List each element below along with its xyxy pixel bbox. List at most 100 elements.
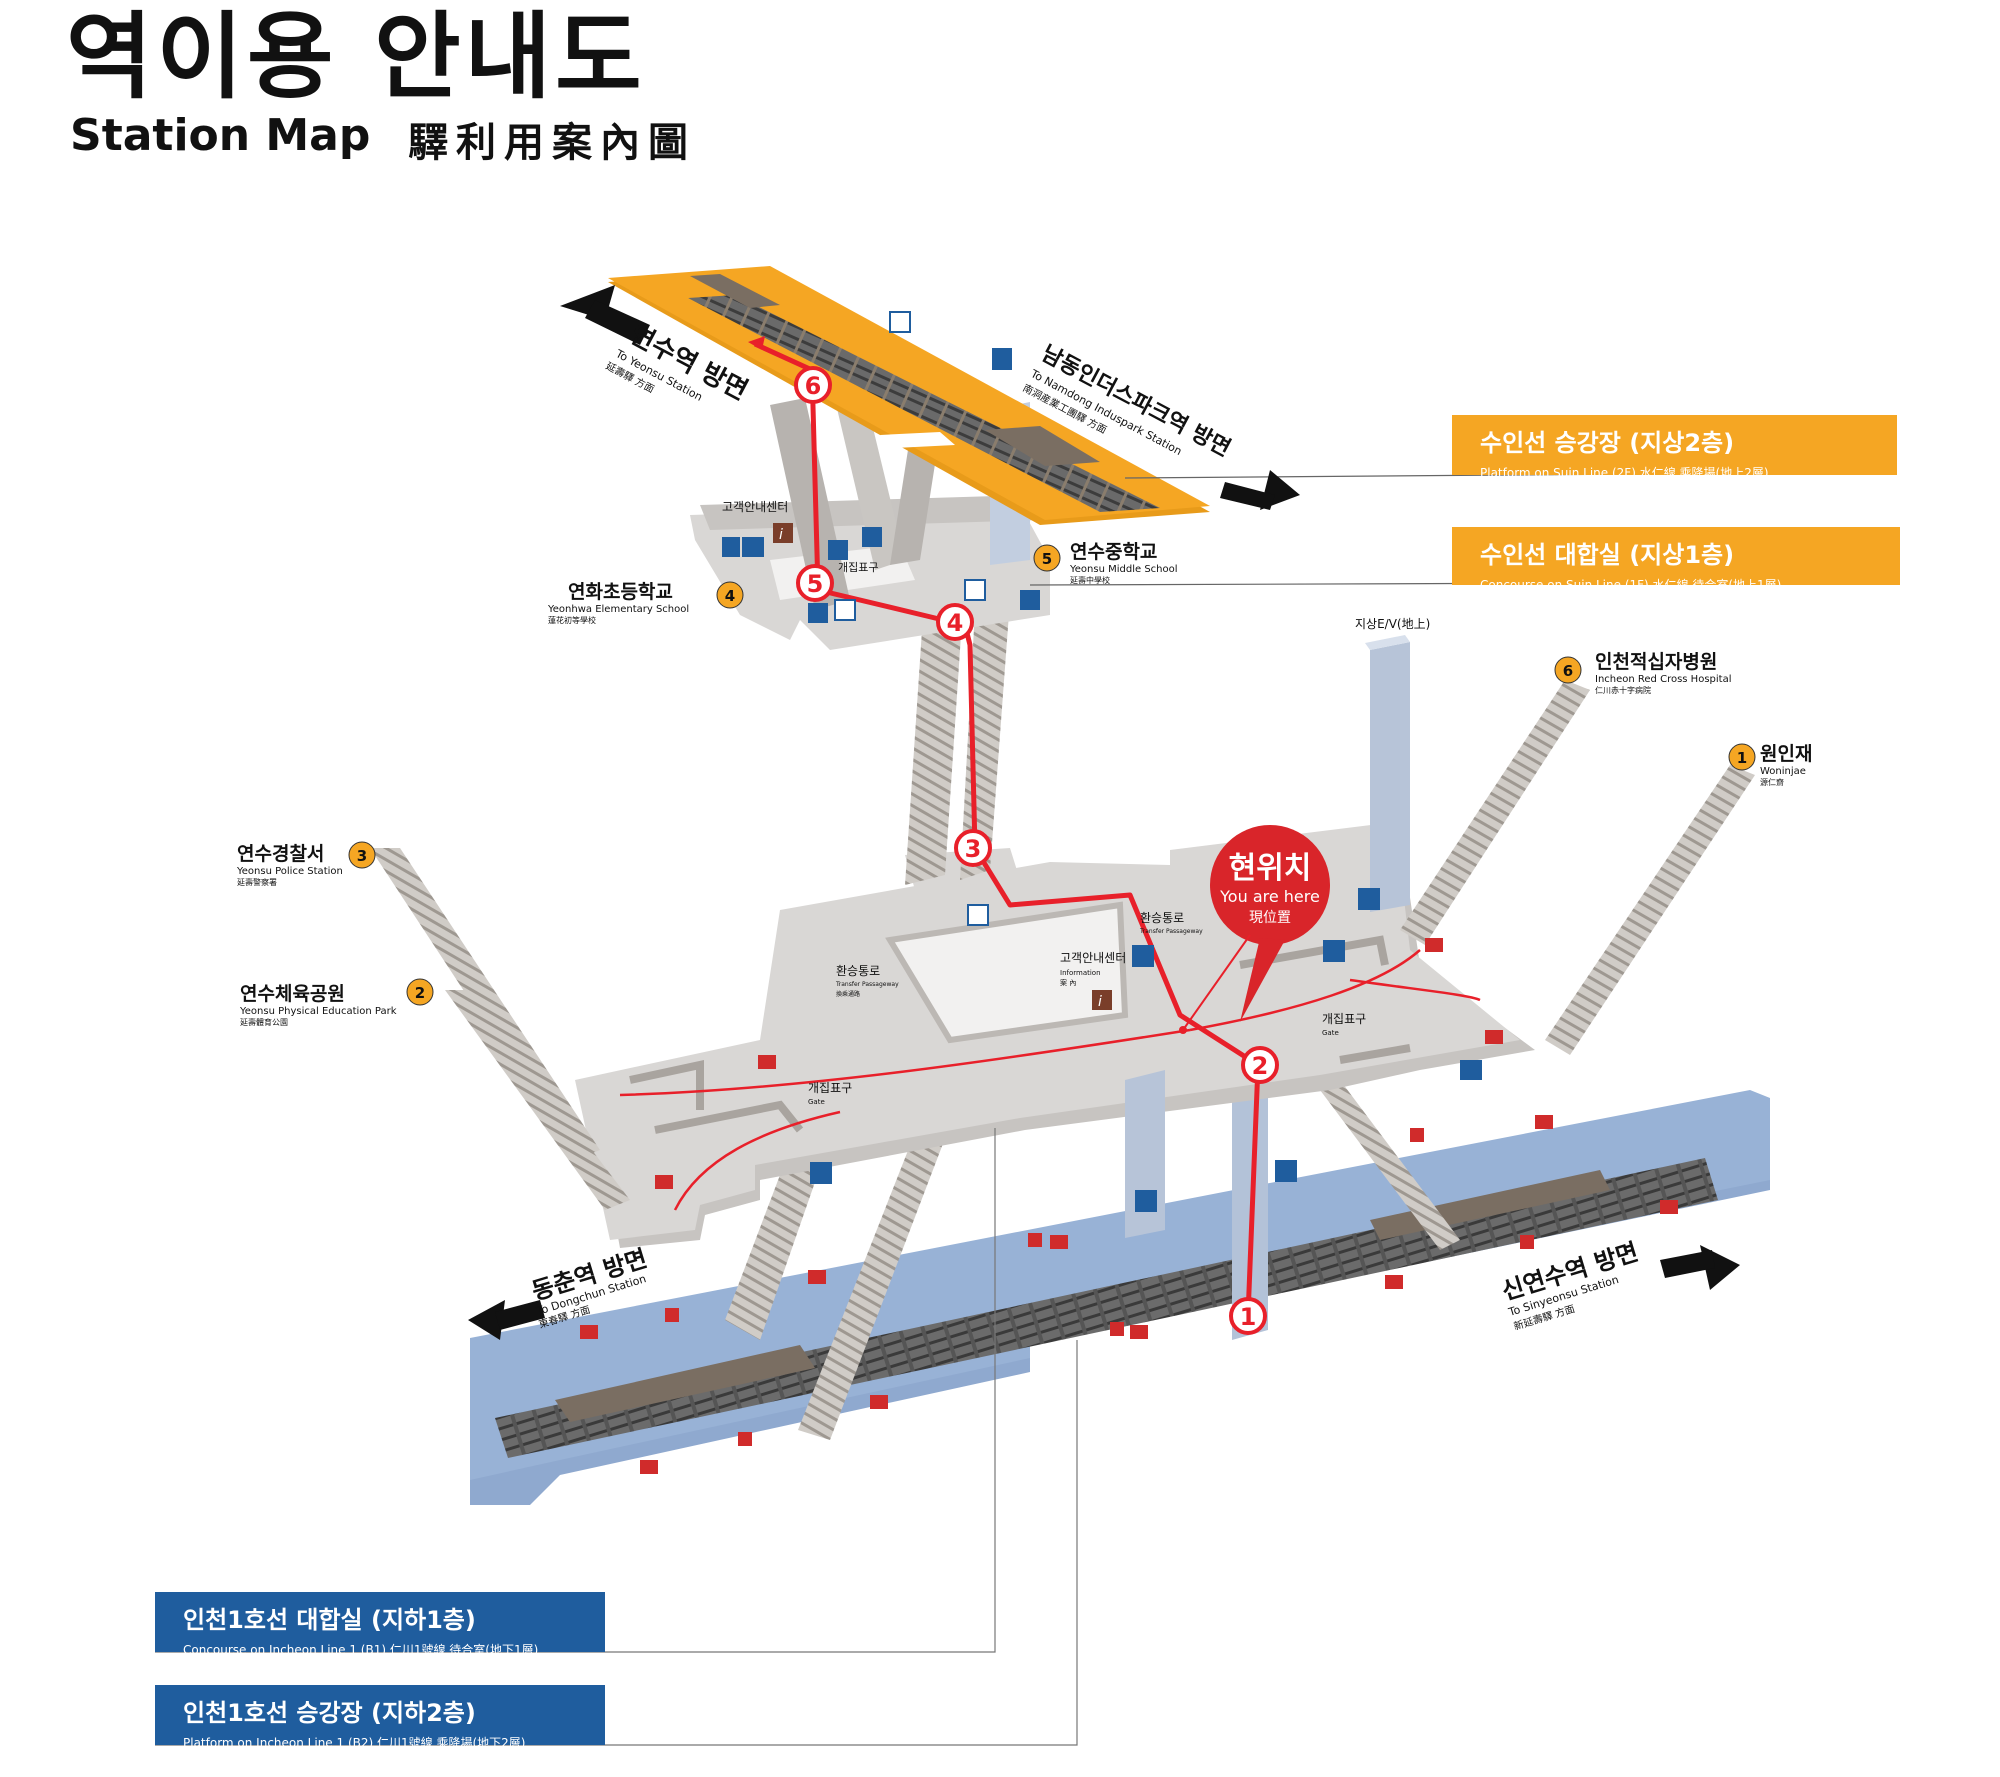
route-step-5: 5 xyxy=(796,564,834,602)
exit-stairs-6 xyxy=(1400,680,1590,945)
legend-incheon-concourse-title: 인천1호선 대합실 (지하1층) xyxy=(183,1606,476,1634)
elevator-shaft xyxy=(1125,1070,1165,1238)
legend-suin-platform-title: 수인선 승강장 (지상2층) xyxy=(1480,429,1735,457)
route-step-4: 4 xyxy=(936,603,974,641)
baby-changing-icon xyxy=(810,527,1345,1184)
gate-label-left-en: Gate xyxy=(808,1098,825,1106)
svg-text:1: 1 xyxy=(1737,749,1747,767)
svg-text:인천적십자병원: 인천적십자병원 xyxy=(1595,651,1717,673)
route-step-3: 3 xyxy=(954,829,992,867)
svg-text:Yeonsu Physical Education Park: Yeonsu Physical Education Park xyxy=(239,1006,397,1017)
gate-label-right-en: Gate xyxy=(1322,1029,1339,1037)
exit-label-3: 연수경찰서 Yeonsu Police Station 延壽警察署 3 xyxy=(236,841,376,887)
svg-text:원인재: 원인재 xyxy=(1760,743,1812,765)
info-label-hanja: 案 內 xyxy=(1060,978,1076,987)
exit-stairs-1 xyxy=(1545,765,1755,1055)
svg-text:源仁齋: 源仁齋 xyxy=(1760,777,1784,787)
transfer-label-hanja: 換乘通路 xyxy=(836,990,860,998)
svg-text:延壽體育公園: 延壽體育公園 xyxy=(240,1017,288,1027)
exit-stairs-2 xyxy=(445,990,630,1210)
ground-elevator xyxy=(1370,642,1410,912)
suin-platform-level xyxy=(608,266,1210,525)
flow-arrows xyxy=(619,949,1481,1211)
info-icon: i xyxy=(1092,990,1112,1010)
route-step-2: 2 xyxy=(1241,1046,1279,1084)
exit-label-6: 6 인천적십자병원 Incheon Red Cross Hospital 仁川赤… xyxy=(1554,651,1731,695)
svg-text:4: 4 xyxy=(947,609,964,637)
escalator xyxy=(1320,1080,1460,1250)
legend-suin-concourse: 수인선 대합실 (지상1층) Concourse on Suin Line (1… xyxy=(1452,527,1900,592)
incheon-track xyxy=(495,1158,1718,1458)
legend-incheon-concourse-sub: Concourse on Incheon Line 1 (B1) 仁川1號線 待… xyxy=(183,1643,539,1657)
svg-text:Yeonsu Police Station: Yeonsu Police Station xyxy=(236,866,343,877)
svg-text:2: 2 xyxy=(1252,1052,1269,1080)
customer-center-b1: 고객안내센터 xyxy=(1060,951,1126,965)
svg-text:i: i xyxy=(1098,994,1102,1010)
you-are-here-ko: 현위치 xyxy=(1229,851,1312,886)
page-title-hanja: 驛利用案內圖 xyxy=(408,119,696,166)
restroom-icon xyxy=(742,537,1482,1080)
svg-text:延壽警察署: 延壽警察署 xyxy=(237,877,277,887)
transfer-label-ko-right: 환승통로 xyxy=(1140,911,1184,925)
direction-sinyeonsu-arrow: 신연수역 방면 To Sinyeonsu Station 新延壽驛 方面 xyxy=(1499,1238,1740,1333)
train-car xyxy=(985,426,1100,466)
svg-text:Yeonhwa Elementary School: Yeonhwa Elementary School xyxy=(547,604,689,615)
train-car xyxy=(555,1345,815,1422)
page-title-ko: 역이용 안내도 xyxy=(66,3,646,112)
escalator xyxy=(905,575,965,885)
route-path xyxy=(753,341,1261,1317)
svg-text:Incheon Red Cross Hospital: Incheon Red Cross Hospital xyxy=(1595,674,1731,685)
train-car xyxy=(690,274,780,308)
svg-text:3: 3 xyxy=(965,835,982,863)
svg-text:2: 2 xyxy=(415,984,425,1002)
svg-text:5: 5 xyxy=(807,570,824,598)
svg-text:6: 6 xyxy=(805,372,822,400)
route-steps: 1 2 3 4 5 6 xyxy=(794,366,1279,1335)
legend-suin-concourse-sub: Concourse on Suin Line (1F) 水仁線 待合室(地上1層… xyxy=(1480,578,1782,592)
route-step-1: 1 xyxy=(1229,1297,1267,1335)
transfer-label-en: Transfer Passageway xyxy=(835,981,899,988)
escalator-icon xyxy=(834,311,989,926)
exit-label-1: 1 원인재 Woninjae 源仁齋 xyxy=(1728,743,1812,787)
legend-incheon-platform-sub: Platform on Incheon Line 1 (B2) 仁川1號線 乘降… xyxy=(183,1736,526,1750)
legend-incheon-platform-title: 인천1호선 승강장 (지하2층) xyxy=(183,1699,476,1727)
svg-text:延壽中學校: 延壽中學校 xyxy=(1070,575,1110,585)
svg-text:3: 3 xyxy=(357,847,367,865)
gate-label-1f: 개집표구 xyxy=(838,561,878,574)
elevator-icon xyxy=(808,348,1380,1212)
svg-text:4: 4 xyxy=(725,587,735,605)
exit-label-5: 5 연수중학교 Yeonsu Middle School 延壽中學校 xyxy=(1033,541,1178,585)
transfer-label-ko: 환승통로 xyxy=(836,964,880,978)
page-title-en: Station Map xyxy=(70,110,371,161)
gate-label-left: 개집표구 xyxy=(808,1081,852,1095)
svg-text:蓮花初等學校: 蓮花初等學校 xyxy=(548,615,596,625)
legend-incheon-platform: 인천1호선 승강장 (지하2층) Platform on Incheon Lin… xyxy=(155,1685,605,1750)
exit-stairs-3 xyxy=(370,848,600,1160)
svg-text:연수중학교: 연수중학교 xyxy=(1070,541,1157,563)
legend-suin-platform: 수인선 승강장 (지상2층) Platform on Suin Line (2F… xyxy=(1452,415,1897,480)
svg-text:6: 6 xyxy=(1563,662,1573,680)
svg-text:연화초등학교: 연화초등학교 xyxy=(568,581,673,603)
exit-badge-icon xyxy=(580,938,1678,1474)
svg-text:Woninjae: Woninjae xyxy=(1760,766,1806,777)
svg-text:仁川赤十字病院: 仁川赤十字病院 xyxy=(1595,685,1651,695)
exit-label-4: 연화초등학교 Yeonhwa Elementary School 蓮花初等學校 … xyxy=(547,581,744,625)
phone-icon xyxy=(665,1128,1534,1446)
route-step-6: 6 xyxy=(794,366,832,404)
svg-text:연수경찰서: 연수경찰서 xyxy=(237,843,324,865)
you-are-here-marker: 현위치 You are here 現位置 xyxy=(1179,825,1330,1034)
facility-labels: 지상E/V(地上) 고객안내센터 개집표구 고객안내센터 Information… xyxy=(722,500,1430,1106)
svg-text:5: 5 xyxy=(1042,550,1052,568)
customer-center-1f: 고객안내센터 xyxy=(722,500,788,514)
transfer-label-en-right: Transfer Passageway xyxy=(1139,928,1203,935)
legend-suin-platform-sub: Platform on Suin Line (2F) 水仁線 乘降場(地上2層) xyxy=(1480,466,1769,480)
escalator xyxy=(798,1120,952,1440)
svg-text:1: 1 xyxy=(1240,1303,1257,1331)
svg-text:연수체육공원: 연수체육공원 xyxy=(240,983,345,1005)
legend-suin-concourse-title: 수인선 대합실 (지상1층) xyxy=(1480,541,1735,569)
info-icon: i xyxy=(773,523,793,543)
info-label-en: Information xyxy=(1060,969,1101,977)
svg-text:Yeonsu Middle School: Yeonsu Middle School xyxy=(1069,564,1178,575)
svg-text:i: i xyxy=(779,527,783,543)
